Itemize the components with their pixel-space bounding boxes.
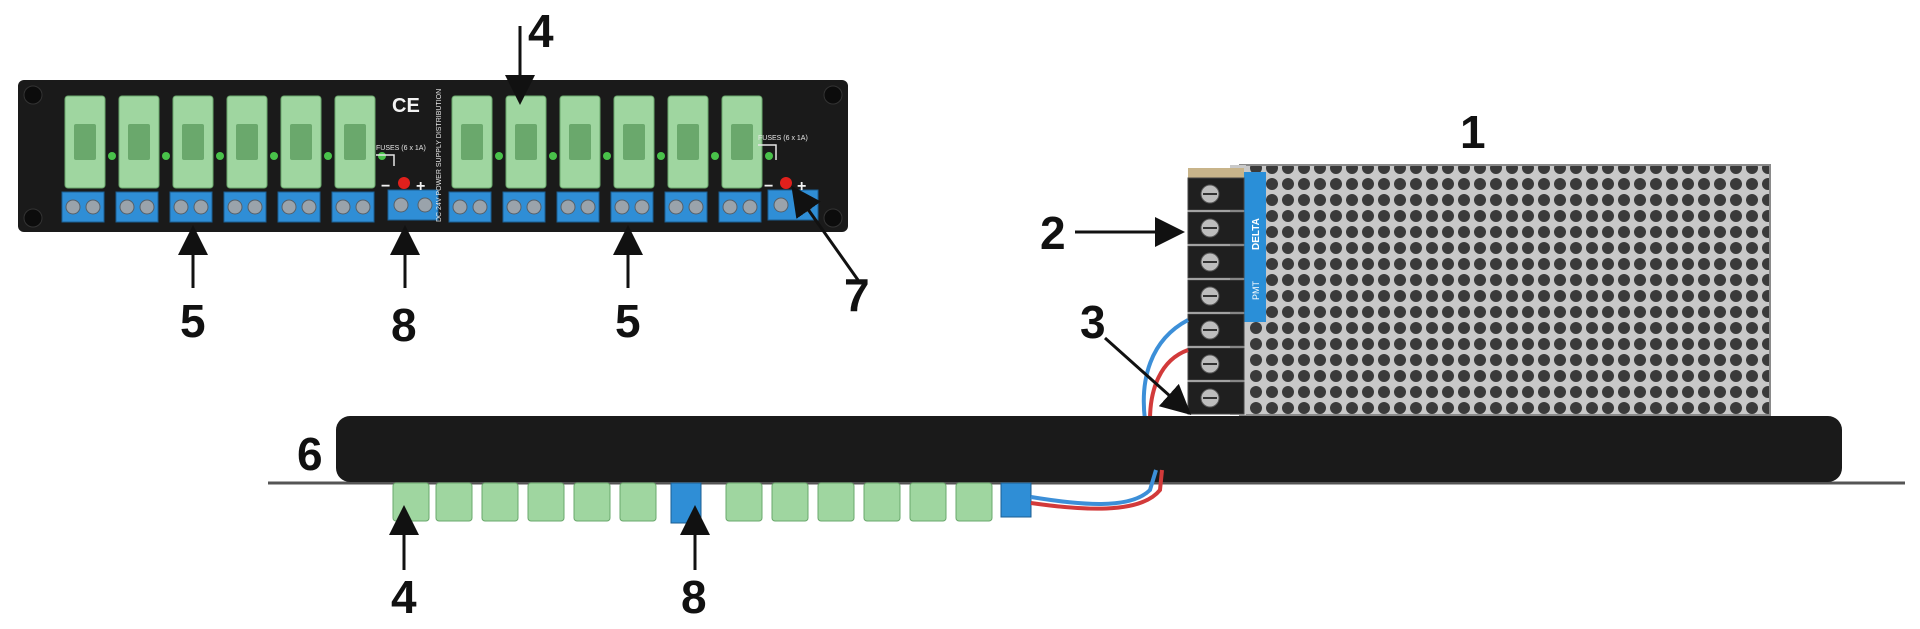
side-fuse-holder-12: [955, 482, 993, 522]
side-wire-blue: [1030, 469, 1158, 506]
right-output-terminal-1: [448, 191, 492, 223]
side-fuse-holder-2: [435, 482, 473, 522]
psu-brand-label: [1244, 172, 1266, 322]
psu-wire-red: [1148, 348, 1189, 421]
fuse-link-arrow-left: [376, 154, 395, 166]
callout-2: 2: [1040, 207, 1066, 259]
left-output-terminal-5: [277, 191, 321, 223]
psu-screw-terminal-7: [1187, 381, 1245, 415]
psu-brand-text: DELTA: [1251, 218, 1262, 250]
side-fuse-holder-4: [527, 482, 565, 522]
left-output-terminal-4: [223, 191, 267, 223]
left-fuse-holder-5: [280, 95, 332, 189]
side-fuse-holder-6: [619, 482, 657, 522]
polarity-plus-center: +: [416, 178, 425, 195]
led-indicator-right: [780, 177, 792, 189]
power-supply-unit: DELTA PMT: [1141, 164, 1771, 421]
right-fuse-holder-6: [721, 95, 773, 189]
callout-labels: 1 2 3 4 5 5 6 7 8 4 8: [180, 5, 1486, 623]
polarity-plus-right: +: [797, 178, 806, 195]
fuses-label-left: FUSES (6 x 1A): [376, 145, 426, 152]
left-fuse-holder-1: [64, 95, 116, 189]
callout-8-top: 8: [391, 299, 417, 351]
right-fuse-holder-4: [613, 95, 665, 189]
callout-5-left: 5: [180, 295, 206, 347]
callout-1: 1: [1460, 106, 1486, 158]
left-fuse-holder-3: [172, 95, 224, 189]
left-output-terminal-1: [61, 191, 105, 223]
side-terminal-right: [1000, 482, 1032, 518]
callout-3: 3: [1080, 296, 1106, 348]
side-fuse-holders: [392, 482, 993, 522]
psu-screw-terminal-6: [1187, 347, 1245, 381]
side-wire-red: [1030, 469, 1164, 511]
side-fuse-holder-10: [863, 482, 901, 522]
callout-4-top: 4: [528, 5, 554, 57]
left-fuse-holder-2: [118, 95, 170, 189]
side-fuse-holder-3: [481, 482, 519, 522]
psu-terminal-strip: [1187, 177, 1245, 415]
polarity-minus-center: −: [381, 178, 390, 195]
polarity-minus-right: −: [764, 178, 773, 195]
mount-hole-top-left: [23, 85, 43, 105]
left-fuse-holder-6: [334, 95, 386, 189]
right-output-terminal-6: [718, 191, 762, 223]
right-fuse-holder-2: [505, 95, 557, 189]
psu-model-text: PMT: [1251, 281, 1261, 301]
psu-screw-terminal-1: [1187, 177, 1245, 211]
ce-mark: CE: [392, 95, 420, 117]
callout-6: 6: [297, 428, 323, 480]
right-fuse-holder-3: [559, 95, 611, 189]
vertical-panel-label: DC 24V POWER SUPPLY DISTRIBUTION: [436, 89, 443, 222]
fuse-holder-group-right: [451, 95, 773, 189]
side-fuse-holder-1: [392, 482, 430, 522]
power-input-terminal-right: [767, 189, 819, 221]
side-profile-view: [268, 416, 1905, 524]
fuse-holder-group-left: [64, 95, 386, 189]
side-fuse-holder-9: [817, 482, 855, 522]
callout-5-right: 5: [615, 295, 641, 347]
right-output-terminal-5: [664, 191, 708, 223]
right-output-terminal-3: [556, 191, 600, 223]
right-output-terminal-2: [502, 191, 546, 223]
mount-hole-bottom-right: [823, 208, 843, 228]
left-output-terminal-6: [331, 191, 375, 223]
left-fuse-holder-4: [226, 95, 278, 189]
psu-mesh-case: [1239, 164, 1771, 416]
fuses-label-right: FUSES (6 x 1A): [758, 135, 808, 142]
psu-screw-terminal-3: [1187, 245, 1245, 279]
mount-hole-top-right: [823, 85, 843, 105]
side-fuse-holder-7: [725, 482, 763, 522]
callout-arrows: [178, 26, 1192, 570]
psu-wire-blue: [1141, 318, 1189, 421]
left-output-terminal-3: [169, 191, 213, 223]
psu-screw-terminal-2: [1187, 211, 1245, 245]
left-output-terminal-2: [115, 191, 159, 223]
side-terminal-center: [670, 482, 702, 524]
side-fuse-holder-5: [573, 482, 611, 522]
right-output-terminal-4: [610, 191, 654, 223]
psu-screw-terminal-5: [1187, 313, 1245, 347]
psu-screw-terminal-4: [1187, 279, 1245, 313]
led-indicator-center: [398, 177, 410, 189]
arrow-3: [1104, 336, 1192, 415]
terminal-block-group-right: [448, 191, 762, 223]
callout-7: 7: [844, 269, 870, 321]
front-panel: − + − + CE FUSES (6 x 1A) FUSES (6 x 1A)…: [18, 80, 848, 232]
callout-8-bottom: 8: [681, 571, 707, 623]
terminal-block-group-left: [61, 191, 375, 223]
power-input-terminal-center: [387, 189, 439, 221]
right-fuse-holder-5: [667, 95, 719, 189]
chassis-body: [336, 416, 1842, 482]
mount-hole-bottom-left: [23, 208, 43, 228]
right-fuse-holder-1: [451, 95, 503, 189]
side-fuse-holder-8: [771, 482, 809, 522]
fuse-link-arrow-right: [758, 144, 777, 160]
callout-4-bottom: 4: [391, 571, 417, 623]
side-fuse-holder-11: [909, 482, 947, 522]
arrow-7: [791, 185, 860, 281]
